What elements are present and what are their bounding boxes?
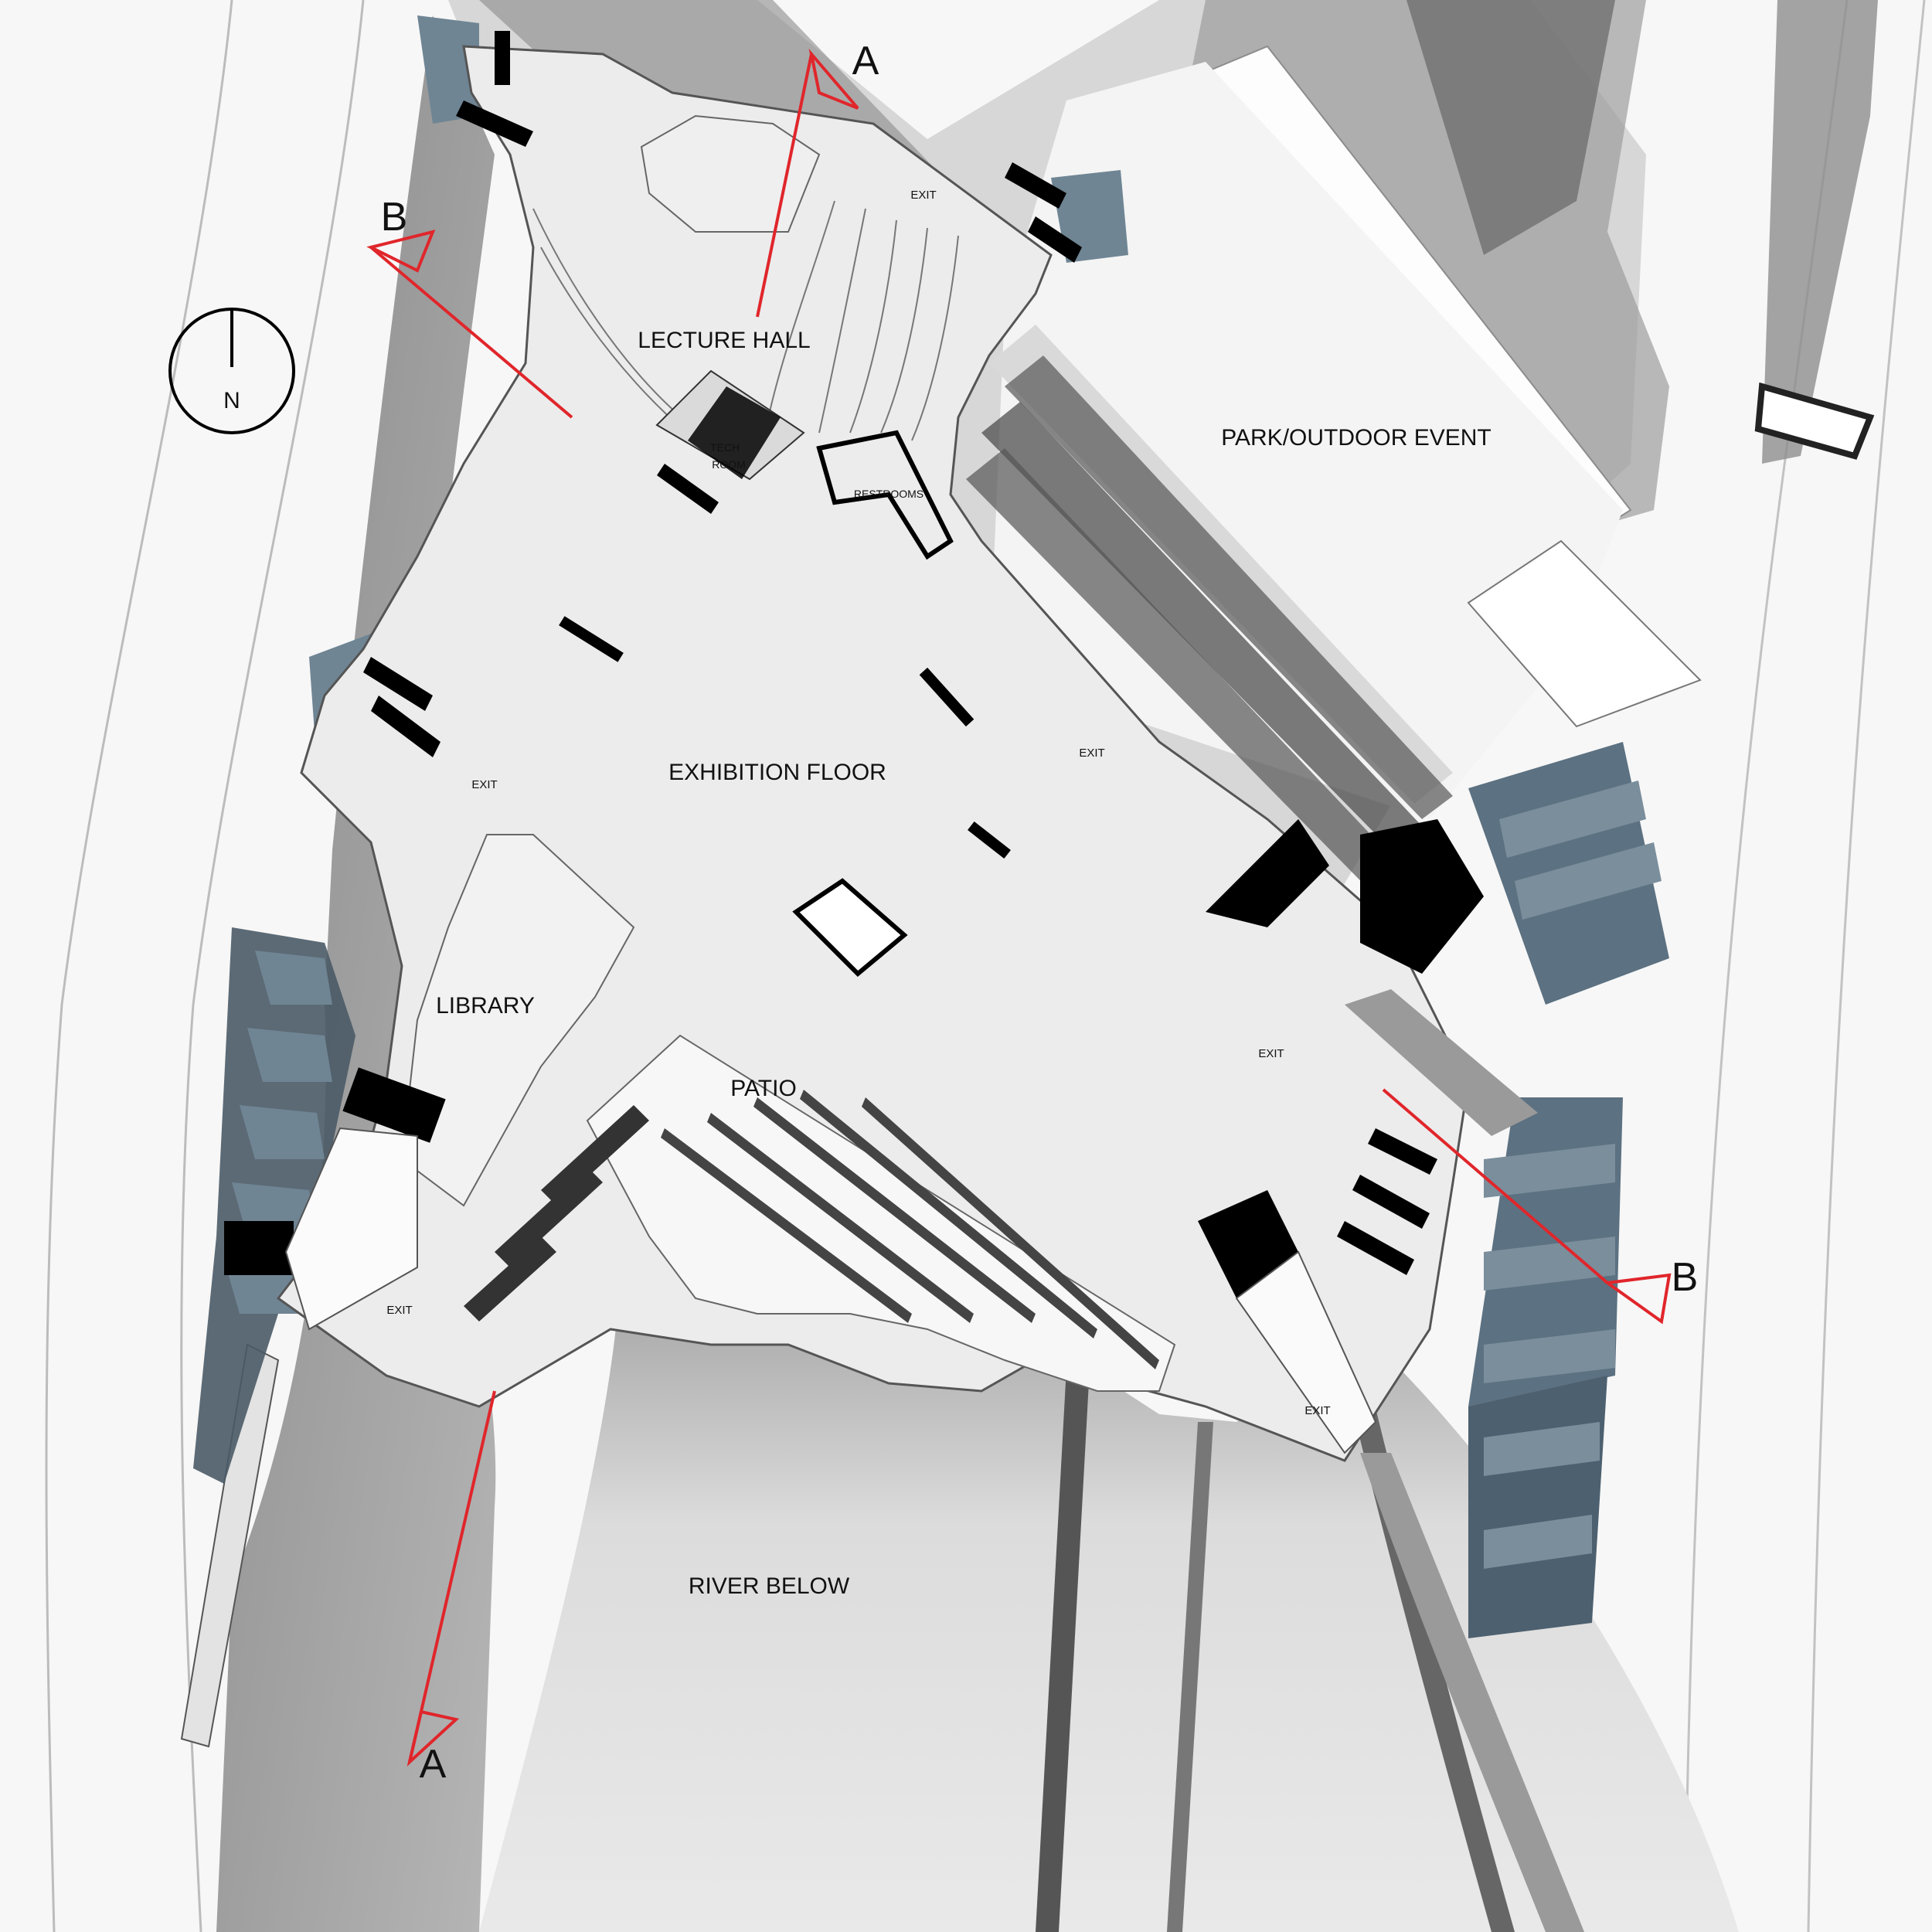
- section-a-letter-bottom: A: [420, 1742, 447, 1787]
- section-b-letter-bottom: B: [1672, 1255, 1699, 1300]
- room-label-exhibition-floor: EXHIBITION FLOOR: [668, 760, 886, 785]
- exit-label-west: EXIT: [471, 778, 497, 791]
- section-b-arrow-bottom: [1603, 1273, 1672, 1325]
- room-label-lecture-hall: LECTURE HALL: [638, 328, 810, 353]
- room-label-tech-room-line1: TECH: [710, 441, 740, 454]
- section-a-letter-top: A: [852, 39, 879, 83]
- room-label-river: RIVER BELOW: [689, 1573, 850, 1599]
- section-a-line-top: [756, 53, 813, 318]
- room-label-patio: PATIO: [730, 1076, 797, 1101]
- room-label-tech-room-line2: ROOM: [712, 458, 746, 471]
- section-b-letter-top: B: [381, 195, 408, 240]
- section-b-arrow-top: [366, 230, 436, 273]
- room-label-library: LIBRARY: [436, 993, 535, 1019]
- exit-label-southeast: EXIT: [1258, 1047, 1284, 1060]
- section-a-line-bottom: [408, 1390, 496, 1763]
- building-floor: [276, 31, 1538, 1462]
- exit-label-hall: EXIT: [910, 189, 936, 202]
- room-label-restrooms: RESTROOMS: [854, 488, 923, 500]
- section-b-line-top: [369, 246, 573, 419]
- section-cuts: [366, 48, 1672, 1767]
- room-label-park: PARK/OUTDOOR EVENT: [1221, 425, 1491, 451]
- section-a-arrow-top: [808, 48, 859, 110]
- exit-label-east: EXIT: [1079, 747, 1104, 760]
- north-arrow-label: N: [223, 388, 240, 413]
- section-a-arrow-bottom: [406, 1709, 460, 1767]
- exit-label-south: EXIT: [1304, 1404, 1330, 1417]
- north-arrow: N: [168, 308, 295, 434]
- exit-label-library: EXIT: [386, 1304, 412, 1317]
- stone-blocks-west: [193, 15, 1128, 1484]
- stone-blocks-east: [1468, 742, 1669, 1638]
- section-b-line-bottom: [1382, 1088, 1609, 1284]
